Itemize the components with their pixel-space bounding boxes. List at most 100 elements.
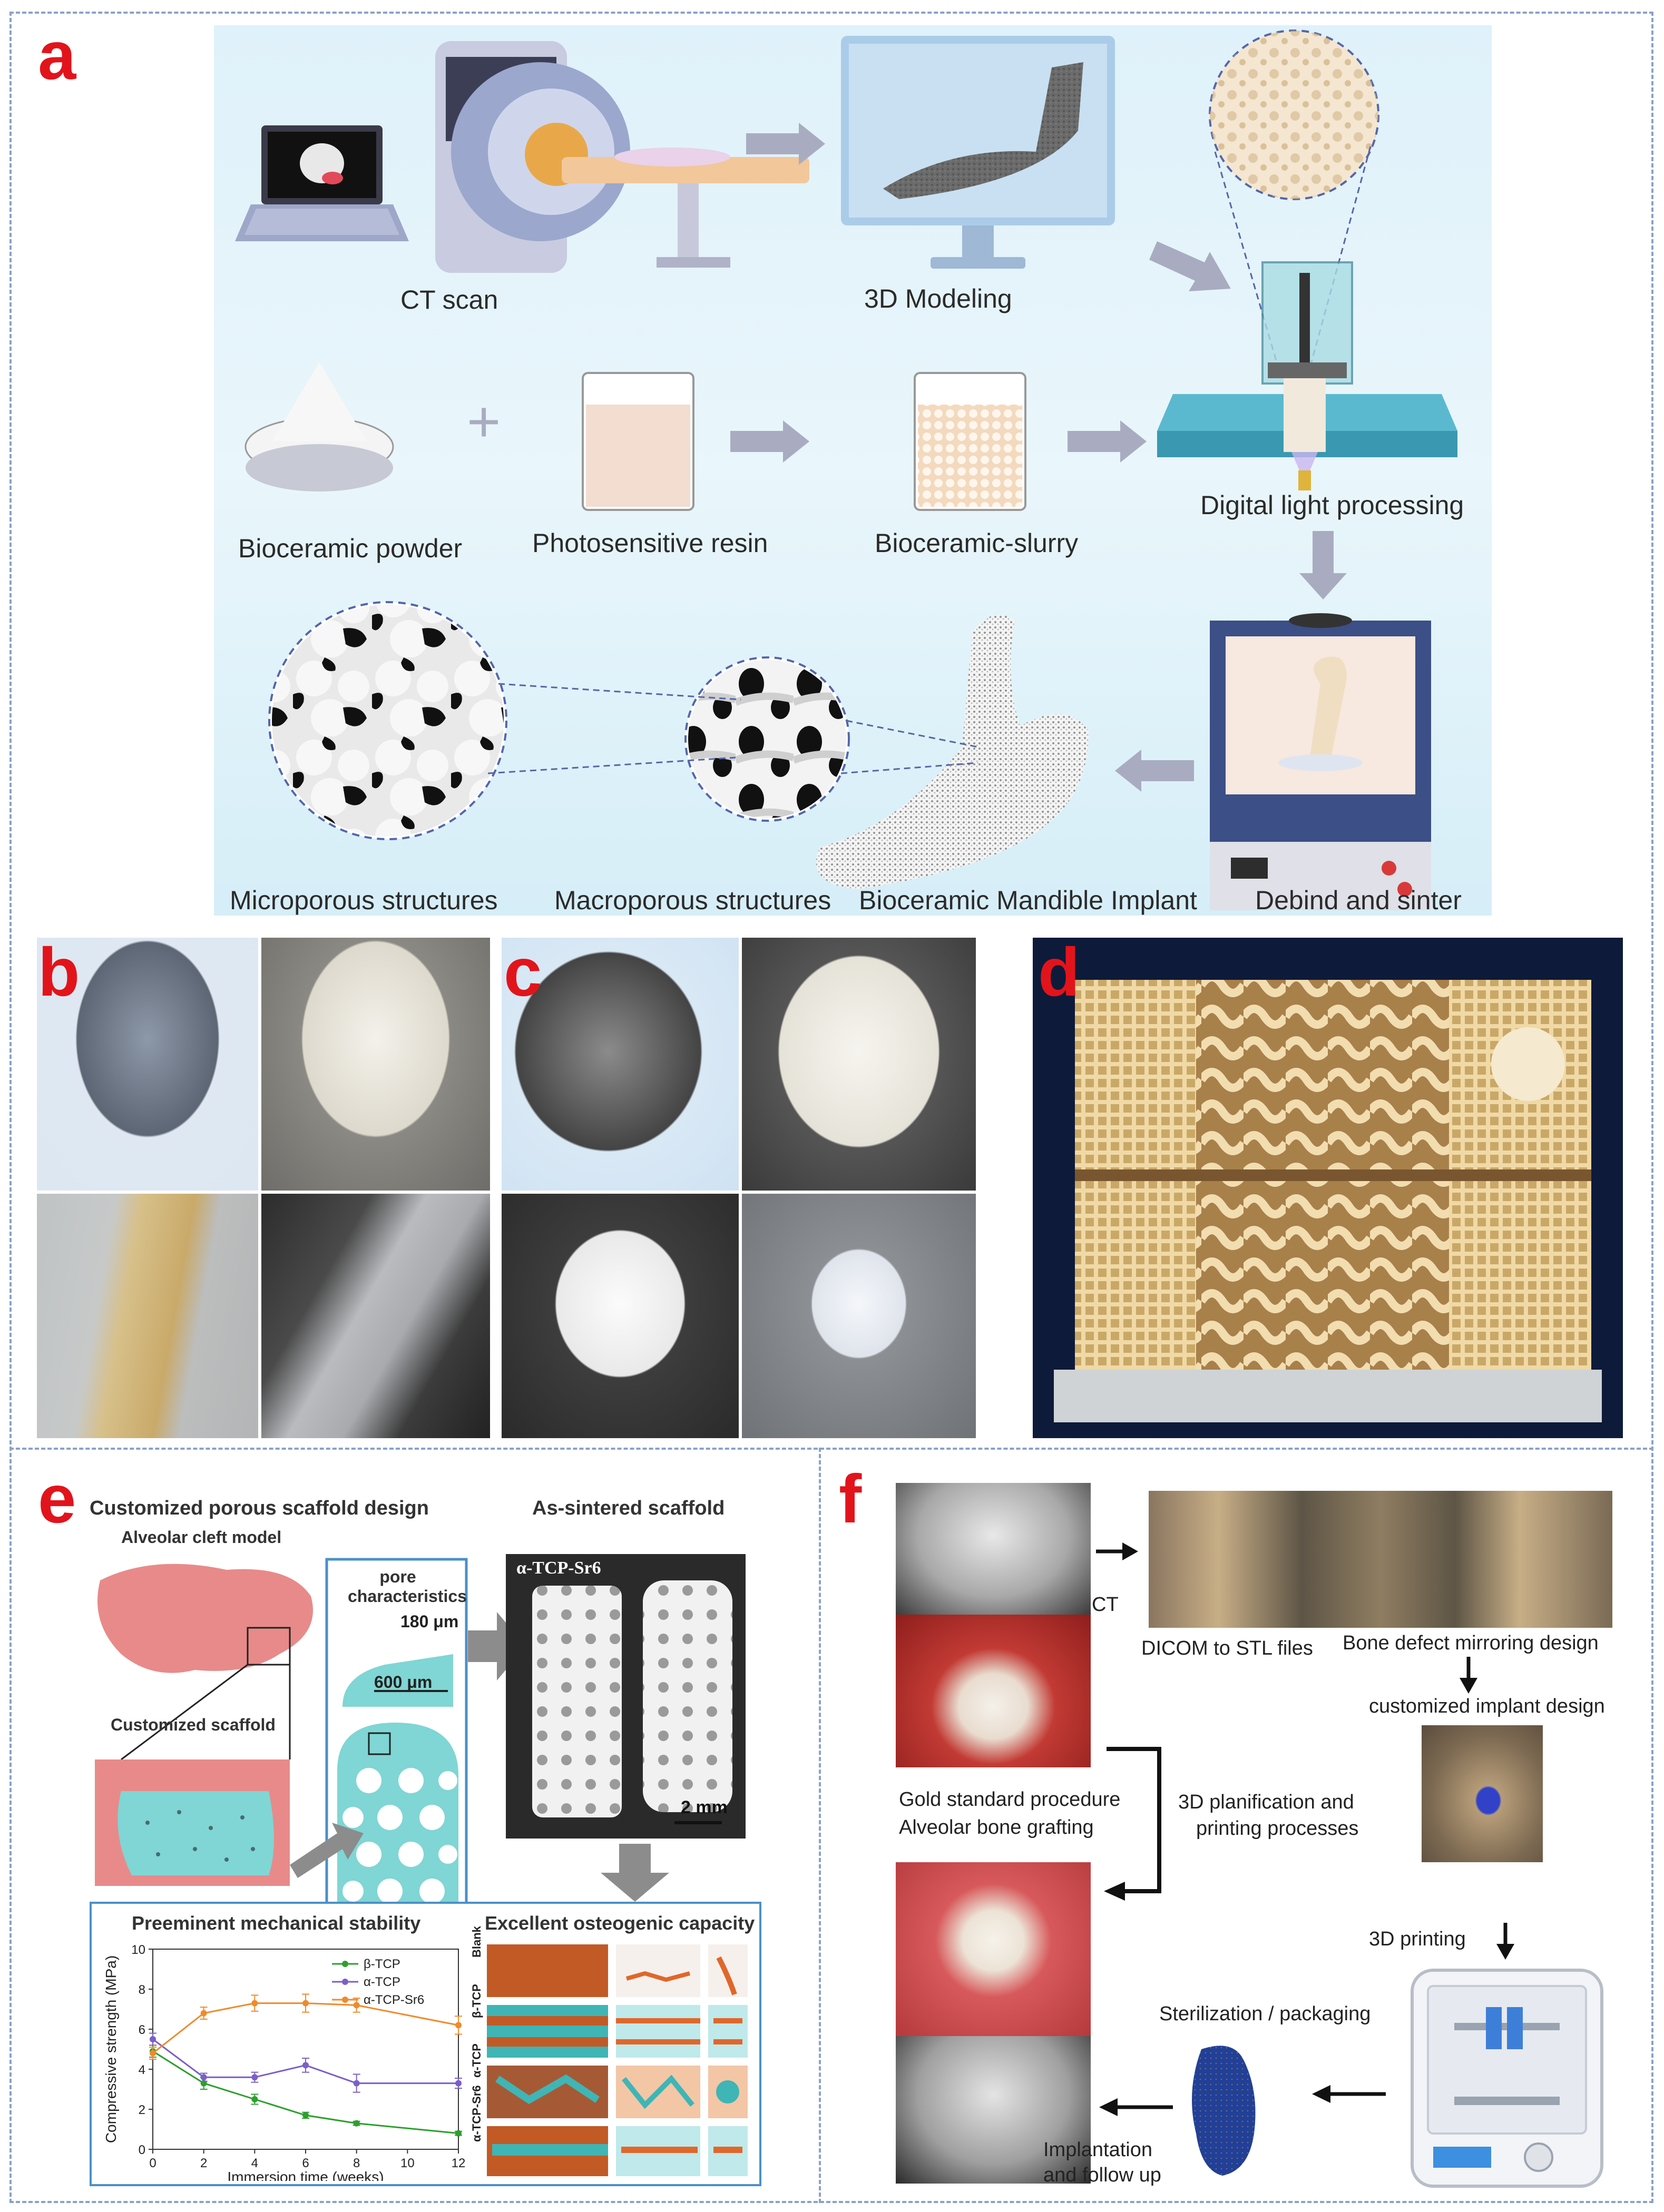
data-point bbox=[251, 2000, 258, 2007]
label-implant: Bioceramic Mandible Implant bbox=[859, 886, 1197, 915]
panel-e-letter: e bbox=[38, 1460, 76, 1537]
series-line bbox=[152, 2002, 459, 2054]
panel-b-letter: b bbox=[38, 933, 80, 1010]
implant-design-photo bbox=[1422, 1725, 1543, 1862]
outer-frame bbox=[9, 12, 1653, 2203]
arrow-down-1 bbox=[1460, 1657, 1477, 1694]
data-point bbox=[455, 2130, 462, 2137]
porous-mandible-photo bbox=[261, 1194, 490, 1438]
data-point bbox=[150, 2050, 156, 2057]
panel-a-illustrations: + bbox=[235, 30, 1457, 910]
label-implantation-2: and follow up bbox=[1043, 2164, 1161, 2186]
y-tick-label: 10 bbox=[131, 1943, 145, 1957]
data-point bbox=[353, 2080, 360, 2087]
legend-marker bbox=[342, 1979, 348, 1985]
data-point bbox=[353, 2120, 360, 2127]
x-tick-label: 0 bbox=[149, 2156, 156, 2170]
scaffold-blocks-drawing bbox=[1054, 980, 1602, 1422]
3d-printer-icon bbox=[1411, 1969, 1603, 2188]
osteo-row-label: β-TCP bbox=[470, 1984, 483, 2018]
label-mirroring: Bone defect mirroring design bbox=[1343, 1632, 1599, 1654]
dlp-printer-icon bbox=[1157, 261, 1457, 490]
mandible-piece-photo bbox=[37, 1194, 258, 1438]
panel-e-arrow-down bbox=[601, 1844, 669, 1902]
printed-cranium-photo bbox=[742, 938, 976, 1191]
cranial-implant-ruler-photo bbox=[742, 1194, 976, 1438]
cranial-plate-photo bbox=[502, 1194, 739, 1438]
y-tick-label: 0 bbox=[139, 2143, 145, 2157]
arrow-gold-procedure bbox=[1104, 1747, 1161, 1901]
legend-label: β-TCP bbox=[364, 1957, 400, 1971]
label-ct-scan: CT scan bbox=[400, 285, 498, 314]
label-planif-2: printing processes bbox=[1196, 1817, 1359, 1840]
label-implantation-1: Implantation bbox=[1043, 2139, 1153, 2161]
arrow-left-2 bbox=[1099, 2098, 1173, 2116]
x-tick-label: 6 bbox=[302, 2156, 309, 2170]
monitor-icon bbox=[841, 36, 1115, 269]
label-macro: Macroporous structures bbox=[554, 886, 831, 915]
label-3d-modeling: 3D Modeling bbox=[864, 284, 1012, 313]
osteo-images bbox=[487, 1944, 748, 2176]
data-point bbox=[302, 2062, 309, 2069]
panel-c-letter: c bbox=[504, 933, 542, 1010]
y-tick-label: 6 bbox=[139, 2023, 145, 2037]
label-sterilization: Sterilization / packaging bbox=[1159, 2003, 1371, 2025]
panel-e-material-label: α-TCP-Sr6 bbox=[516, 1558, 601, 1578]
sinter-furnace-icon bbox=[1210, 613, 1431, 910]
y-axis-label: Compressive strength (MPa) bbox=[103, 1955, 119, 2143]
osteo-row-label: α-TCP-Sr6 bbox=[470, 2085, 483, 2142]
panel-d-photo bbox=[1033, 938, 1623, 1438]
label-dlp: Digital light processing bbox=[1200, 490, 1464, 520]
label-sinter: Debind and sinter bbox=[1255, 886, 1462, 915]
data-point bbox=[200, 2010, 207, 2017]
data-point bbox=[302, 2000, 309, 2007]
panel-e-scaffold-label: Customized scaffold bbox=[111, 1715, 276, 1734]
series-line bbox=[152, 2038, 458, 2085]
ct-skull-render bbox=[37, 938, 258, 1191]
panel-e-design-title: Customized porous scaffold design bbox=[90, 1497, 429, 1519]
label-micro: Microporous structures bbox=[230, 886, 498, 915]
label-resin: Photosensitive resin bbox=[532, 528, 768, 558]
data-point bbox=[200, 2074, 207, 2081]
label-powder: Bioceramic powder bbox=[238, 534, 463, 563]
panel-b-photo-grid bbox=[37, 938, 490, 1438]
label-slurry: Bioceramic-slurry bbox=[875, 528, 1079, 558]
implant-mesh-icon bbox=[1192, 2046, 1256, 2176]
legend-label: α-TCP bbox=[364, 1975, 400, 1989]
label-gold-2: Alveolar bone grafting bbox=[899, 1816, 1094, 1839]
arrow-left-1 bbox=[1312, 2085, 1386, 2103]
divider-vertical bbox=[819, 1448, 821, 2203]
panel-e-model-label: Alveolar cleft model bbox=[121, 1528, 282, 1547]
divider-horizontal bbox=[9, 1448, 1653, 1450]
data-point bbox=[150, 2036, 156, 2042]
arrow-ct bbox=[1096, 1542, 1138, 1560]
data-point bbox=[353, 2002, 360, 2009]
panel-e-pore-small: 180 μm bbox=[400, 1612, 459, 1631]
ct-scanner-icon bbox=[435, 41, 809, 273]
ct-cranium-render bbox=[502, 938, 739, 1191]
series-line bbox=[152, 2050, 459, 2135]
beaker-slurry-icon bbox=[914, 372, 1026, 511]
x-tick-label: 10 bbox=[400, 2156, 415, 2170]
legend-marker bbox=[342, 1997, 348, 2003]
osteo-row-label: Blank bbox=[470, 1926, 483, 1958]
data-point bbox=[251, 2096, 258, 2102]
y-tick-label: 4 bbox=[139, 2063, 145, 2077]
x-tick-label: 12 bbox=[452, 2156, 466, 2170]
beaker-resin-icon bbox=[582, 372, 694, 511]
panel-e-pore-large: 600 μm bbox=[374, 1673, 433, 1692]
chart-plot-area bbox=[152, 1949, 459, 2150]
x-tick-label: 2 bbox=[200, 2156, 207, 2170]
ct-face-photo bbox=[896, 1483, 1091, 1615]
as-sintered-scaffold-photo bbox=[506, 1554, 746, 1839]
legend-label: α-TCP-Sr6 bbox=[364, 1993, 424, 2007]
osteo-row-label: α-TCP bbox=[470, 2043, 483, 2078]
label-custom-design: customized implant design bbox=[1369, 1695, 1605, 1717]
svg-text:+: + bbox=[467, 389, 501, 454]
powder-icon bbox=[244, 362, 394, 491]
legend-marker bbox=[342, 1961, 348, 1967]
panel-d-letter: d bbox=[1038, 933, 1080, 1010]
label-gold-1: Gold standard procedure bbox=[899, 1788, 1121, 1811]
panel-e-sintered-title: As-sintered scaffold bbox=[532, 1497, 725, 1519]
